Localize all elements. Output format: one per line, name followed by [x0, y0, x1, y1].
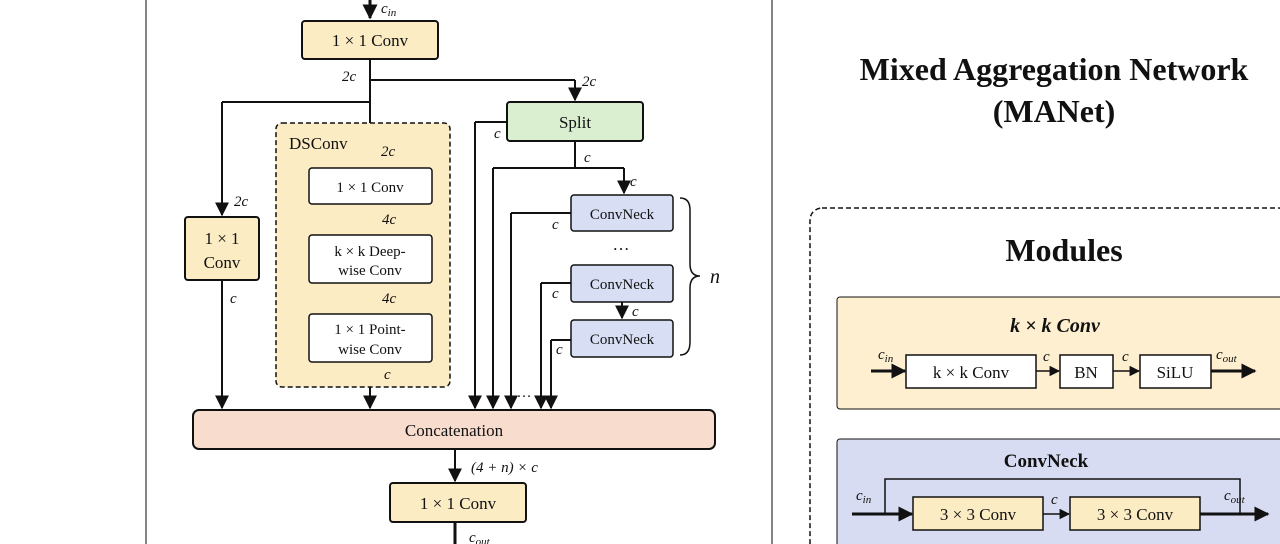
convneck-ellipsis: … [613, 235, 630, 254]
label-concat-out: (4 + n) × c [471, 460, 538, 476]
left-conv-box [184, 216, 260, 281]
module-kxk-title: k × k Conv [1010, 315, 1101, 337]
label-c-cn1-in: c [630, 174, 637, 190]
label-c-left-out: c [230, 291, 237, 307]
left-conv-line1: 1 × 1 [204, 229, 239, 248]
module-conv3-2-label: 3 × 3 Conv [1097, 505, 1174, 524]
dsconv-title: DSConv [289, 134, 348, 153]
convneck-2-box [570, 264, 674, 303]
label-4c-1: 4c [382, 212, 397, 228]
conv-top-box [301, 20, 439, 60]
label-cin-top: cin [381, 1, 397, 19]
label-c-cn2-out: c [552, 286, 559, 302]
module-convneck-cout: cout [1224, 488, 1246, 506]
convneck-1-box [570, 194, 674, 232]
module-bn-label: BN [1074, 363, 1098, 382]
module-kxk-cin: cin [878, 347, 894, 365]
module-kxk-cout: cout [1216, 347, 1238, 365]
label-2c-split: 2c [582, 74, 597, 90]
convneck-3-box [570, 319, 674, 358]
module-convneck-title: ConvNeck [1004, 451, 1089, 472]
label-c-split-left: c [494, 126, 501, 142]
modules-container [809, 207, 1280, 544]
ds-pointwise-box [308, 313, 433, 363]
convneck-1-label: ConvNeck [590, 207, 655, 223]
conv-bottom-label: 1 × 1 Conv [420, 494, 497, 513]
module-conv3-2-box [1069, 496, 1201, 531]
concatenation-label: Concatenation [405, 421, 504, 440]
ds-pointwise-line1: 1 × 1 Point- [334, 322, 405, 338]
label-2c-top: 2c [342, 69, 357, 85]
label-c-split-bottom: c [584, 150, 591, 166]
n-label: n [710, 266, 720, 288]
split-label: Split [559, 113, 591, 132]
module-bn-box [1059, 354, 1114, 389]
module-kxk-conv-box [905, 354, 1037, 389]
label-c-cn2-cn3: c [632, 304, 639, 320]
label-2c-left: 2c [234, 194, 249, 210]
ds-conv1-box [308, 167, 433, 205]
label-c-cn1-out: c [552, 217, 559, 233]
module-silu-box [1139, 354, 1212, 389]
ds-pointwise-line2: wise Conv [338, 342, 402, 358]
split-box [506, 101, 644, 142]
modules-title: Modules [1005, 232, 1122, 268]
module-conv3-1-box [912, 496, 1044, 531]
label-cout-bottom: cout [469, 530, 491, 544]
module-silu-label: SiLU [1157, 363, 1194, 382]
module-convneck-c: c [1051, 492, 1058, 508]
label-dots-bottom: … [517, 385, 532, 401]
module-kxk-conv-label: k × k Conv [933, 363, 1010, 382]
convneck-3-label: ConvNeck [590, 332, 655, 348]
ds-depthwise-line2: wise Conv [338, 263, 402, 279]
conv-top-label: 1 × 1 Conv [332, 31, 409, 50]
label-4c-2: 4c [382, 291, 397, 307]
module-convneck-arrows [852, 478, 1270, 522]
module-convneck-cin: cin [856, 488, 872, 506]
module-kxk-c2: c [1122, 349, 1129, 365]
main-title-line2: (MANet) [993, 93, 1116, 129]
label-2c-ds: 2c [381, 144, 396, 160]
left-conv-line2: Conv [204, 253, 241, 272]
module-conv3-1-label: 3 × 3 Conv [940, 505, 1017, 524]
ds-conv1-label: 1 × 1 Conv [336, 180, 404, 196]
main-title-line1: Mixed Aggregation Network [860, 51, 1249, 87]
convneck-2-label: ConvNeck [590, 277, 655, 293]
conv-bottom-box [389, 482, 527, 523]
label-c-ds-out: c [384, 367, 391, 383]
concatenation-box [192, 409, 716, 450]
label-c-cn3-out: c [556, 342, 563, 358]
ds-depthwise-line1: k × k Deep- [334, 244, 405, 260]
ds-depthwise-box [308, 234, 433, 284]
module-kxk-panel [836, 296, 1280, 410]
module-kxk-c1: c [1043, 349, 1050, 365]
n-brace [679, 197, 701, 356]
